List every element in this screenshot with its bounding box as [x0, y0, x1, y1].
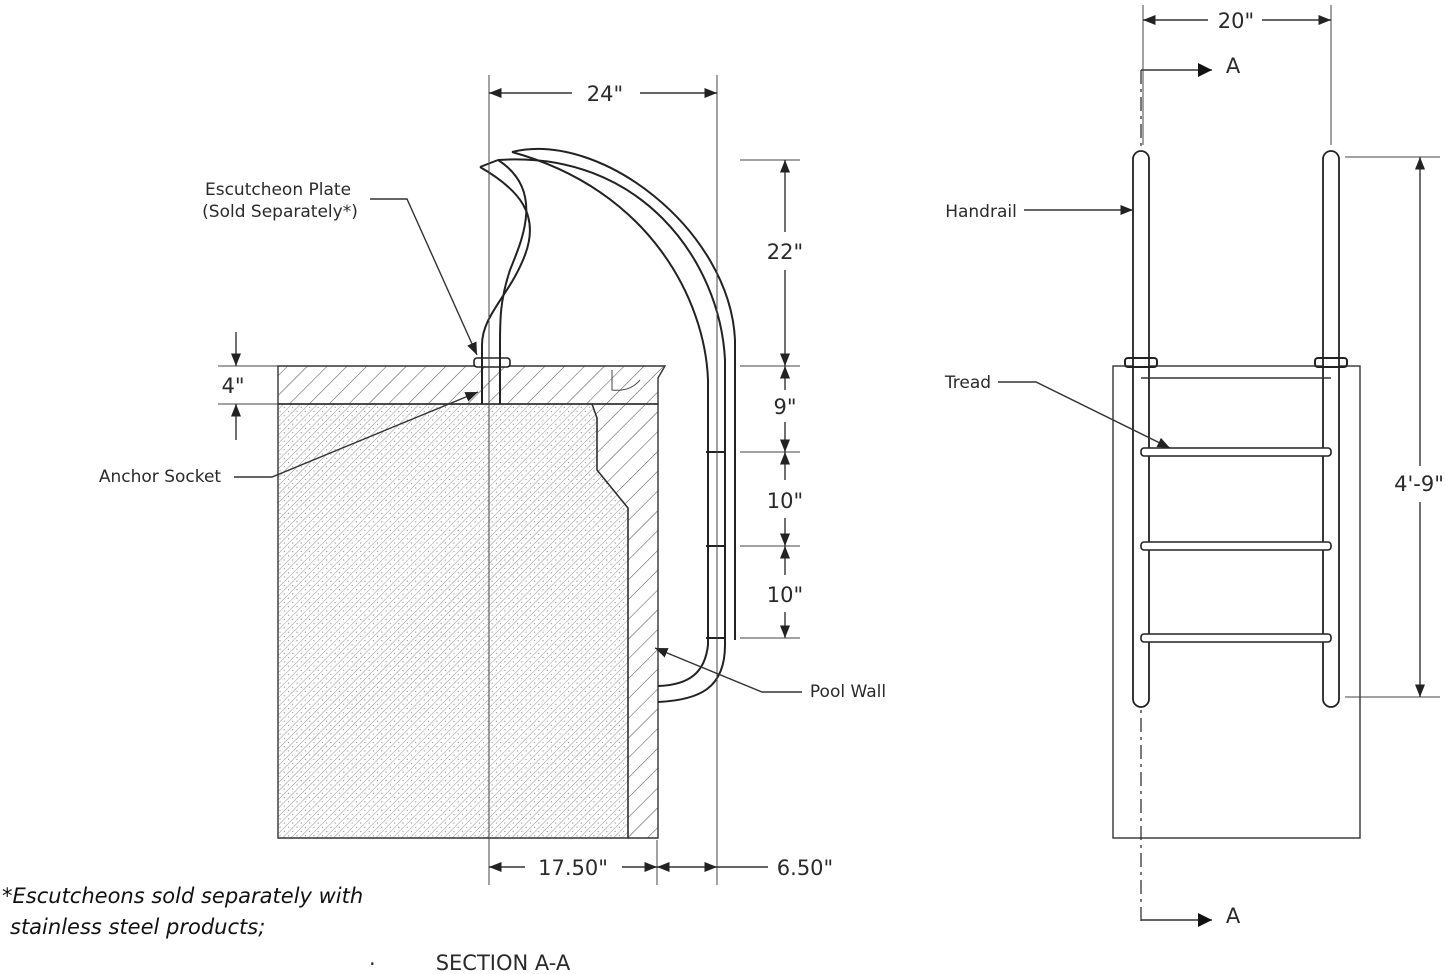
front-view: A A 20" 4'-9" Handrail Tread: [944, 5, 1444, 928]
handrail-left: [1132, 150, 1150, 708]
dim-front-width: 20": [1218, 9, 1254, 33]
caption-dot: .: [369, 946, 376, 970]
concrete-deck-section: [277, 403, 629, 839]
handrail-outer-curve: [497, 158, 726, 703]
footnote-line2: stainless steel products;: [10, 915, 265, 939]
section-caption: SECTION A-A: [436, 951, 571, 974]
tread-3: [1140, 633, 1332, 643]
side-view: 24" 22" 9" 10" 10" 4" 17.50" 6.50" Escut…: [99, 75, 886, 885]
handrail-rear-curve: [479, 166, 531, 404]
footnote-line1: *Escutcheons sold separately with: [2, 884, 363, 908]
dim-step-2: 10": [767, 489, 803, 513]
front-wall-outline: [1112, 365, 1361, 839]
section-marker-top: A: [1226, 54, 1241, 78]
dim-step-3: 10": [767, 583, 803, 607]
escutcheon-plate: [473, 357, 511, 368]
section-marker-bottom: A: [1226, 904, 1241, 928]
dim-first-step: 9": [773, 395, 796, 419]
label-tread: Tread: [944, 373, 991, 393]
tread-1: [1140, 447, 1332, 457]
pool-wall-section: [591, 403, 659, 839]
dim-width-top: 24": [587, 82, 623, 106]
deck-coping-section: [277, 365, 667, 405]
label-escutcheon-line2: (Sold Separately*): [202, 202, 358, 222]
label-anchor-socket: Anchor Socket: [99, 467, 222, 487]
tread-2: [1140, 541, 1332, 551]
label-escutcheon-line1: Escutcheon Plate: [205, 180, 351, 200]
label-pool-wall: Pool Wall: [810, 682, 886, 702]
label-handrail: Handrail: [945, 202, 1017, 222]
handrail-right: [1322, 150, 1340, 708]
dim-rail-height: 22": [767, 240, 803, 264]
dim-wall-offset: 6.50": [777, 856, 833, 880]
dim-deck-thickness: 4": [221, 374, 244, 398]
dim-overall-height: 4'-9": [1394, 472, 1444, 496]
dim-deck-offset: 17.50": [538, 856, 608, 880]
